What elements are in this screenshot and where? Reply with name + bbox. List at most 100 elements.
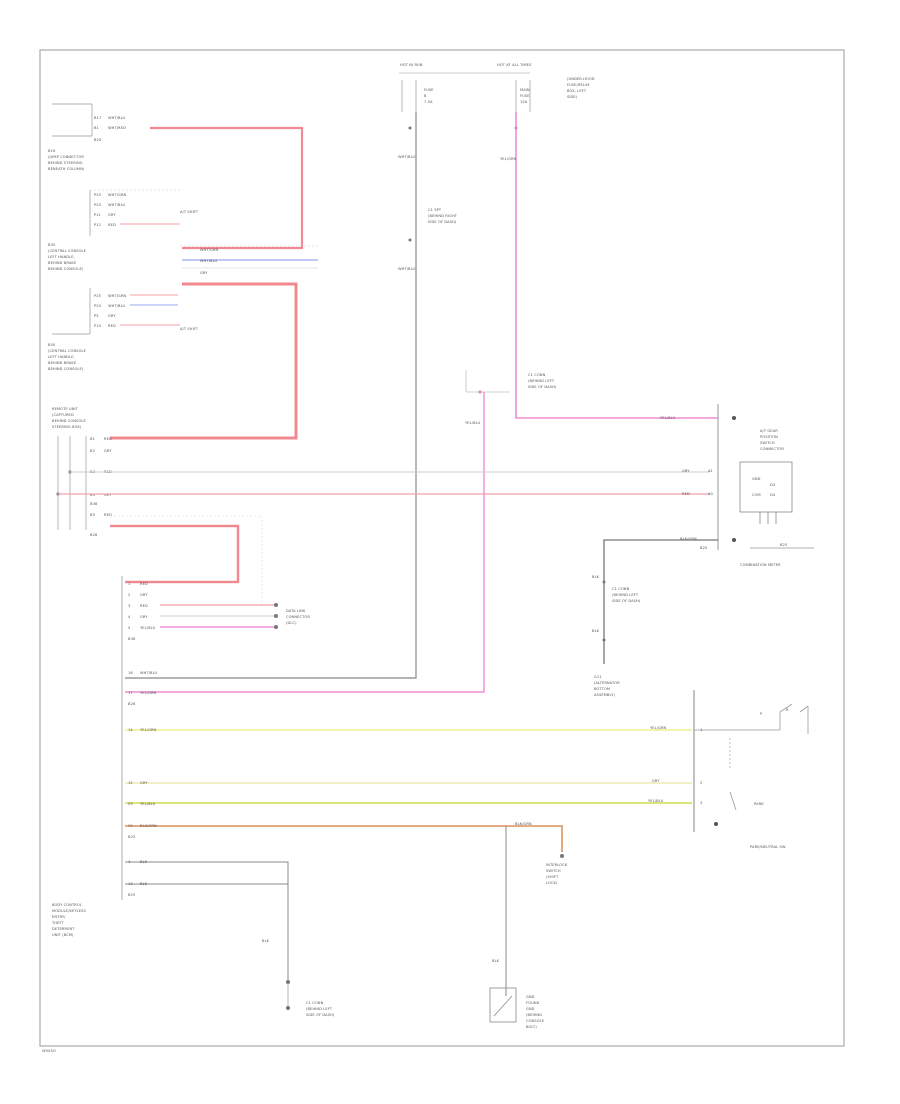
splice-low-right-1: (BEHIND LEFT [612, 593, 639, 597]
red-loop-main-inner [110, 283, 297, 439]
low-wire-2: GRY [108, 314, 116, 318]
low-name-2: LEFT HANDLE, [48, 355, 75, 359]
fuse-right-box-label: HOT AT ALL TIMES [497, 63, 532, 67]
meter-gnd-wire-label-2: BLK [592, 629, 600, 633]
remote-name-0: REMOTE UNIT [52, 407, 79, 411]
top-pin-0: B17 [94, 116, 101, 120]
mid-name-2: LEFT HANDLE, [48, 255, 75, 259]
remote-wire-4: RED [104, 513, 112, 517]
splice-mid-right-0: C1 CONN [528, 373, 546, 377]
meter-conn-3: CONNECTOR [760, 447, 784, 451]
ecu-gpin-1: 13 [128, 882, 133, 886]
ecu-opin-1: 17 [128, 691, 133, 695]
red-loop-top-inner [150, 127, 303, 249]
red-loop-ecu-inner [110, 525, 239, 583]
ecu-name-0: BODY CONTROL [52, 903, 82, 907]
fuse-left-name-1: B [424, 94, 427, 98]
ecu-owire-3: GRY [140, 781, 148, 785]
shift-lock-wire: BLK/GRN [515, 822, 532, 826]
remote-pin-1: B2 [90, 449, 95, 453]
meter-conn-code: B25 [780, 543, 787, 547]
ecu-wire-1: GRY [140, 593, 148, 597]
bot-left-2: SIDE OF DASH) [306, 1013, 335, 1017]
fuse-right-desc-1: FUSE/RELAY [567, 83, 590, 87]
low-side-label: A/T SHIFT [180, 327, 199, 331]
mid-wire-3: RED [108, 223, 116, 227]
low-wire-3: RED [108, 324, 116, 328]
mid-pin-2: P11 [94, 213, 101, 217]
ecu-owire-5: BLK/GRN [140, 824, 157, 828]
ecu-wire-3: GRY [140, 615, 148, 619]
fuse-right-name-2: 15A [520, 100, 528, 104]
park-neutral-switch: P R PARK 1 2 3 PARK/NEUTRAL SW [693, 690, 809, 849]
meter-inner-3: D4 [770, 493, 776, 497]
low-pin-3: P10 [94, 324, 102, 328]
ecu-gwire-0: BLK [140, 860, 148, 864]
splice-mid-right-2: SIDE OF DASH) [528, 385, 557, 389]
harness-wire-1: WHT/BLU [200, 259, 218, 263]
meter-gnd-label: BLK/GRN [680, 537, 697, 541]
meter-pin-a3: A3 [708, 492, 713, 496]
ecu-opin-2: 14 [128, 728, 133, 732]
remote-pin-4: B5 [90, 513, 95, 517]
splice-top-left-1: (BEHIND RIGHT [428, 214, 458, 218]
remote-wire-1: GRY [104, 449, 112, 453]
low-pin-0: P25 [94, 294, 101, 298]
ecu-owire-1: YEL/GRN [140, 691, 157, 695]
left-block-low: P25 WHT/GRN P20 WHT/BLU P5 GRY P10 RED A… [48, 288, 199, 371]
left-block-mid: P25 WHT/GRN P20 WHT/BLU P11 GRY P12 RED … [48, 189, 199, 271]
ecu-wire-2: RED [140, 604, 148, 608]
dlc-label-2: (DLC) [286, 621, 297, 625]
shift-lock-3: LOCK) [546, 881, 558, 885]
remote-name-3: STEERING BOX) [52, 425, 82, 429]
splice-top-left-0: C1 SPT [428, 208, 442, 212]
pink-wire-to-ecu [125, 392, 485, 693]
splice-mid-right-1: (BEHIND LEFT [528, 379, 555, 383]
fuse-left-name-0: FUSE [424, 88, 434, 92]
gnd-wire-label: BLK [492, 959, 500, 963]
meter-inner-0: GND [752, 477, 761, 481]
fuse-right-name-1: FUSE [520, 94, 530, 98]
fuse-right-desc-3: SIDE) [567, 95, 578, 99]
ecu-conn-b: B26 [128, 702, 136, 706]
remote-pin-0: B1 [90, 437, 95, 441]
shifter-pin-2: 3 [700, 801, 702, 805]
mid-side-label: A/T SHIFT [180, 210, 199, 214]
meter-pin-a1: A1 [708, 469, 713, 473]
top-name-2: BEHIND STEERING [48, 161, 83, 165]
remote-wire-3: GRY [104, 493, 112, 497]
meter-inner-1: COM [752, 493, 761, 497]
shift-lock-0: INTERLOCK [546, 863, 568, 867]
ecu-conn-a: B36 [128, 637, 136, 641]
meter-gnd-wire-label: BLK [592, 575, 600, 579]
mid-wire-2: GRY [108, 213, 116, 217]
bot-left-1: (BEHIND LEFT [306, 1007, 333, 1011]
ecu-gpin-0: 1 [128, 860, 130, 864]
ecu-pin-1: 2 [128, 593, 130, 597]
meter-ground-wire [603, 539, 718, 664]
mid-pin-1: P20 [94, 203, 102, 207]
ground-0: G11 [594, 675, 602, 679]
remote-conn2: B26 [90, 533, 98, 537]
left-block-top: B17 WHT/BLU B1 WHT/RED B20 B16 (JUMP CON… [48, 103, 126, 171]
remote-wire-0: RED [104, 437, 112, 441]
mid-name-4: BEHIND CONSOLE) [48, 267, 84, 271]
ecu-opin-0: 16 [128, 671, 133, 675]
feed-right-wire-label: YEL/GRN [500, 157, 517, 161]
bcm-module: 1 RED 2 GRY 3 RED 4 GRY 5 YEL/BLU B36 DA… [51, 576, 692, 996]
remote-name-1: (CAPTURED [52, 413, 74, 417]
ecu-name-1: MODULE/KEYLESS [52, 909, 86, 913]
mid-name-3: BEHIND BRAKE [48, 261, 77, 265]
splice-top-left-2: SIDE OF DASH) [428, 220, 457, 224]
red-loop-main [110, 282, 298, 440]
ecu-name-3: THEFT [51, 921, 65, 925]
low-wire-0: WHT/GRN [108, 294, 127, 298]
mid-pin-3: P12 [94, 223, 101, 227]
meter-red-label: RED [682, 492, 690, 496]
ecu-owire-4: YEL/BLU [140, 802, 156, 806]
ecu-name-2: ENTRY/ [52, 915, 66, 919]
bot-center-2: GND [526, 1007, 535, 1011]
shifter-part-0: P [760, 712, 763, 716]
page-code: W9X5O [42, 1049, 56, 1053]
low-name-4: BEHIND CONSOLE) [48, 367, 84, 371]
